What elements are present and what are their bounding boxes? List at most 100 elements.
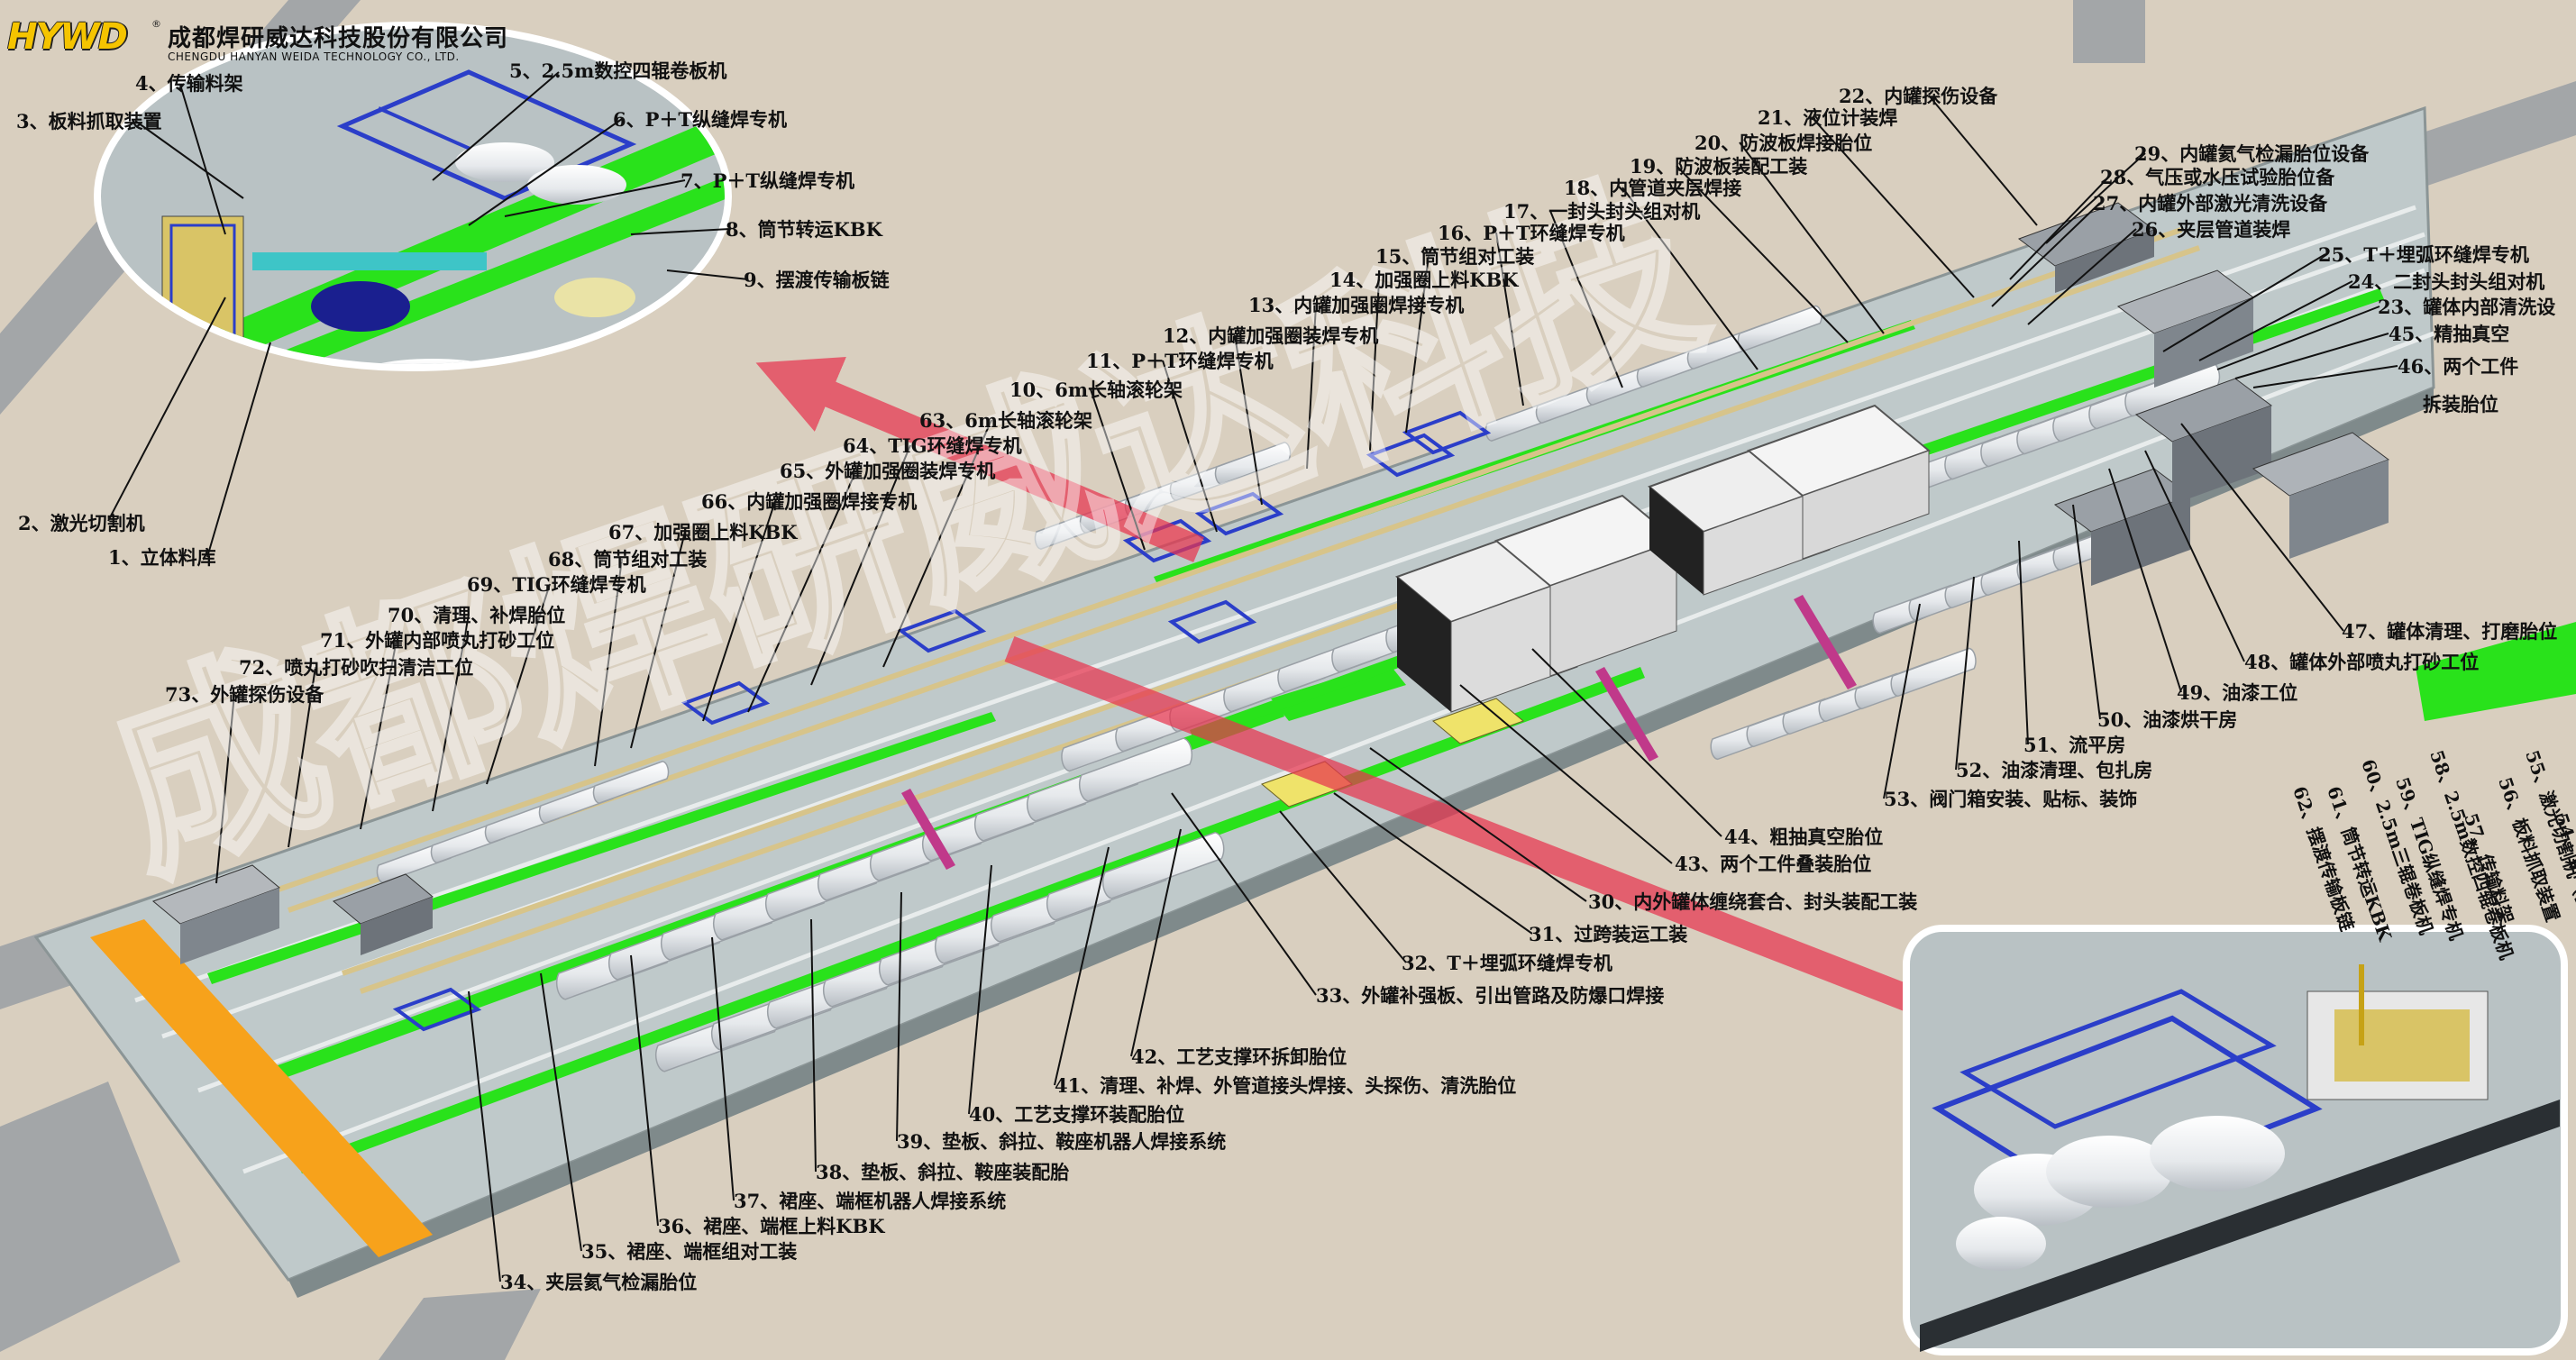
tank: [1214, 442, 1292, 485]
leader-line: [630, 531, 686, 749]
logo-mark: HYWD: [7, 16, 128, 58]
label-47: 47、罐体清理、打磨胎位: [2342, 620, 2558, 643]
tank-rows: [376, 305, 2221, 1072]
leader-line: [2180, 423, 2344, 632]
label-67: 67、加强圈上料KBK: [608, 521, 798, 543]
label-68: 68、筒节组对工装: [548, 548, 708, 570]
label-24: 24、二封头封头组对机: [2348, 270, 2545, 293]
leader-line: [1405, 255, 1430, 434]
label-51: 51、流平房: [2023, 734, 2126, 756]
leader-line: [432, 614, 470, 812]
label-13: 13、内罐加强圈焊接专机: [1248, 294, 1465, 316]
label-38: 38、垫板、斜拉、鞍座装配胎: [816, 1161, 1070, 1183]
label-7: 7、P＋T纵缝焊专机: [681, 169, 855, 192]
leader-line: [2216, 306, 2380, 370]
leader-line: [1621, 187, 1758, 370]
leader-line: [1234, 334, 1263, 506]
leader-line: [1928, 95, 2038, 226]
leader-line: [2009, 176, 2110, 280]
label-49: 49、油漆工位: [2177, 681, 2298, 704]
leader-line: [702, 500, 776, 722]
label-43: 43、两个工件叠装胎位: [1675, 853, 1872, 875]
leader-line: [1811, 116, 1975, 298]
leader-line: [1495, 232, 1524, 406]
label-9: 9、摆渡传输板链: [744, 269, 890, 291]
paint-booths: [1395, 404, 1931, 713]
leader-line: [747, 470, 857, 713]
leader-lines: [107, 71, 2398, 1282]
leader-line: [360, 639, 397, 830]
label-2: 2、激光切割机: [18, 512, 145, 534]
leader-line: [2162, 253, 2326, 352]
label-22: 22、内罐探伤设备: [1839, 85, 1998, 107]
leader-line: [2027, 228, 2137, 325]
tank: [1737, 305, 1822, 351]
label-44: 44、粗抽真空胎位: [1724, 826, 1884, 848]
label-50: 50、油漆烘干房: [2097, 708, 2238, 731]
label-63: 63、6m长轴滚轮架: [919, 409, 1093, 432]
label-27: 27、内罐外部激光清洗设备: [2093, 192, 2328, 214]
leader-line: [1883, 603, 1921, 799]
label-53: 53、阀门箱安装、贴标、装饰: [1884, 788, 2138, 810]
inset-detail-left: [94, 22, 732, 371]
label-70: 70、清理、补焊胎位: [388, 604, 566, 626]
label-28: 28、气压或水压试验胎位备: [2100, 166, 2335, 188]
leader-line: [2072, 504, 2101, 720]
label-1: 1、立体料库: [108, 546, 216, 569]
label-10: 10、6m长轴滚轮架: [1009, 379, 1183, 401]
leader-line: [810, 444, 911, 686]
leader-line: [1739, 141, 1885, 334]
leader-line: [968, 864, 992, 1115]
leader-line: [215, 693, 235, 884]
leader-line: [432, 71, 560, 181]
leader-line: [896, 891, 902, 1142]
company-name-cn: 成都焊研威达科技股份有限公司: [168, 25, 509, 52]
label-33: 33、外罐补强板、引出管路及防爆口焊接: [1316, 984, 1665, 1007]
leader-line: [206, 342, 271, 558]
leader-line: [288, 666, 316, 848]
label-3: 3、板料抓取装置: [16, 110, 162, 132]
leader-line: [1306, 304, 1317, 470]
label-12: 12、内罐加强圈装焊专机: [1163, 324, 1379, 347]
leader-line: [594, 558, 623, 767]
label-31: 31、过跨装运工装: [1529, 923, 1688, 945]
label-30: 30、内外罐体缠绕套合、封头装配工装: [1588, 890, 1918, 913]
label-69: 69、TIG环缝焊专机: [467, 573, 646, 596]
label-15: 15、筒节组对工装: [1375, 245, 1535, 268]
label-46: 46、两个工件: [2398, 355, 2519, 378]
leader-line: [2144, 450, 2245, 662]
leader-line: [711, 936, 735, 1201]
registered-mark: ®: [151, 18, 161, 30]
leader-line: [486, 583, 551, 785]
label-45: 45、精抽真空: [2389, 323, 2510, 345]
label-26: 26、夹层管道装焊: [2132, 218, 2291, 241]
pink-racks: [901, 595, 1857, 870]
label-41: 41、清理、补焊、外管道接头焊接、头探伤、清洗胎位: [1055, 1074, 1517, 1097]
company-name-en: CHENGDU HANYAN WEIDA TECHNOLOGY CO., LTD…: [168, 50, 460, 63]
label-48: 48、罐体外部喷丸打砂工位: [2244, 651, 2480, 673]
label-5: 5、2.5m数控四辊卷板机: [509, 59, 727, 82]
leader-line: [1279, 810, 1407, 963]
orange-loading-zone: [90, 919, 433, 1257]
leader-line: [107, 297, 226, 522]
leader-line: [1369, 278, 1380, 452]
equipment-sheds: [152, 202, 2390, 964]
leader-line: [630, 228, 731, 235]
leader-line: [468, 990, 501, 1282]
company-logo: HYWD ® 成都焊研威达科技股份有限公司 CHENGDU HANYAN WEI…: [7, 13, 602, 67]
label-18: 18、内管道夹层焊接: [1564, 177, 1742, 199]
leader-line: [630, 954, 659, 1227]
tank: [1102, 832, 1225, 899]
tank: [592, 761, 670, 804]
label-39: 39、垫板、斜拉、鞍座机器人焊接系统: [897, 1130, 1227, 1153]
label-71: 71、外罐内部喷丸打砂工位: [320, 629, 555, 652]
label-8: 8、筒节转运KBK: [726, 218, 882, 241]
label-37: 37、裙座、端框机器人焊接系统: [734, 1190, 1007, 1212]
label-17: 17、一封头封头组对机: [1503, 200, 1701, 223]
leader-line: [2234, 333, 2389, 379]
leader-line: [1549, 210, 1623, 388]
leader-line: [810, 918, 817, 1173]
label-42: 42、工艺支撑环拆卸胎位: [1131, 1045, 1347, 1068]
leader-line: [1333, 792, 1533, 935]
